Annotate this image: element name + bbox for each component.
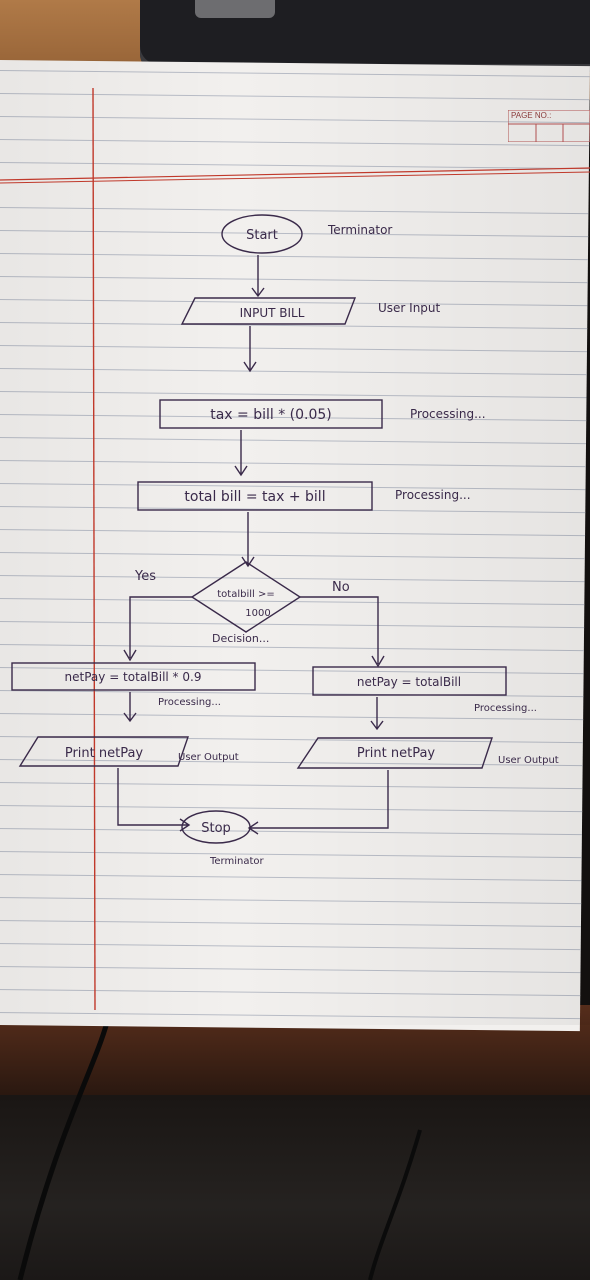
page-number-box [508,110,590,142]
floor [0,1095,590,1280]
netpay-no-label: netPay = totalBill [357,675,461,689]
decision-line1: totalbill >= [217,589,275,600]
netpay-yes-annotation: Processing... [158,697,221,708]
total-bill-annotation: Processing... [395,488,471,502]
input-parallelogram [180,297,357,325]
print-no-annotation: User Output [498,755,559,766]
start-label: Start [246,228,278,243]
print-yes-parallelogram [18,736,189,767]
decision-line2: 1000 [245,608,270,619]
arrow-yes-to-stop [117,768,191,832]
start-annotation: Terminator [327,223,392,237]
netpay-yes-box [11,662,256,691]
total-bill-label: total bill = tax + bill [184,489,325,505]
netpay-no-box [312,666,507,696]
tax-label: tax = bill * (0.05) [210,407,332,423]
print-yes-annotation: User Output [178,752,239,763]
total-bill-process-box [137,481,373,511]
page-shading [0,60,590,1025]
yes-label: Yes [134,569,156,584]
laptop-hinge [195,0,275,18]
stop-terminator [181,810,251,844]
arrow-no-branch [300,596,385,668]
stop-annotation: Terminator [209,856,265,867]
netpay-no-annotation: Processing... [474,703,537,714]
tax-annotation: Processing... [410,407,486,421]
print-no-parallelogram [296,737,493,769]
arrow-netpay-print-yes [123,692,137,723]
netpay-yes-label: netPay = totalBill * 0.9 [65,670,202,684]
arrow-netpay-print-no [370,697,384,731]
decision-diamond [190,561,302,633]
input-annotation: User Input [378,301,441,315]
arrow-input-tax [243,326,257,373]
decision-annotation: Decision... [212,632,269,645]
laptop-edge [140,0,590,72]
margin-line-top-2 [0,171,590,184]
input-bill-label: INPUT BILL [240,306,305,320]
arrow-no-to-stop [247,770,389,835]
arrow-yes-branch [123,596,192,662]
arrow-tax-total [234,430,248,477]
stop-label: Stop [201,821,231,836]
print-yes-label: Print netPay [65,746,144,761]
arrow-total-decision [241,512,255,568]
start-terminator [221,214,303,254]
no-label: No [332,580,350,595]
print-no-label: Print netPay [357,746,436,761]
arrow-start-input [251,255,265,298]
margin-line-vertical [92,87,96,1011]
page-number-label: PAGE NO.: [511,111,552,120]
margin-line-top-1 [0,167,590,181]
tax-process-box [159,399,383,429]
